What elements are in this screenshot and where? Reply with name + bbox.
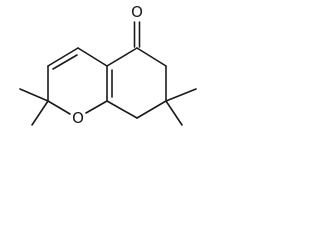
molecule-diagram: O O [0, 0, 224, 148]
bonds [19, 21, 197, 126]
bond-c4a-c5 [106, 47, 138, 67]
structure-svg: O O [19, 3, 197, 127]
bond-c4-c3-inner [52, 54, 78, 70]
bond-c4-c3 [47, 47, 79, 67]
bond-c5-c6 [136, 47, 167, 67]
ring-oxygen-label: O [72, 109, 84, 127]
atom-labels: O O [72, 3, 143, 127]
bond-c8-c8a [106, 100, 138, 119]
bond-c7-me1 [165, 88, 197, 102]
bond-o1-c8a [85, 100, 108, 114]
bond-c4a-c4 [77, 47, 108, 67]
carbonyl-oxygen-label: O [131, 3, 143, 21]
bond-c7-me2 [165, 100, 183, 126]
bond-c2-me2 [31, 100, 49, 126]
bond-c7-c8 [136, 100, 167, 119]
bond-c2-me1 [19, 88, 49, 102]
bond-c2-o1 [47, 100, 71, 115]
